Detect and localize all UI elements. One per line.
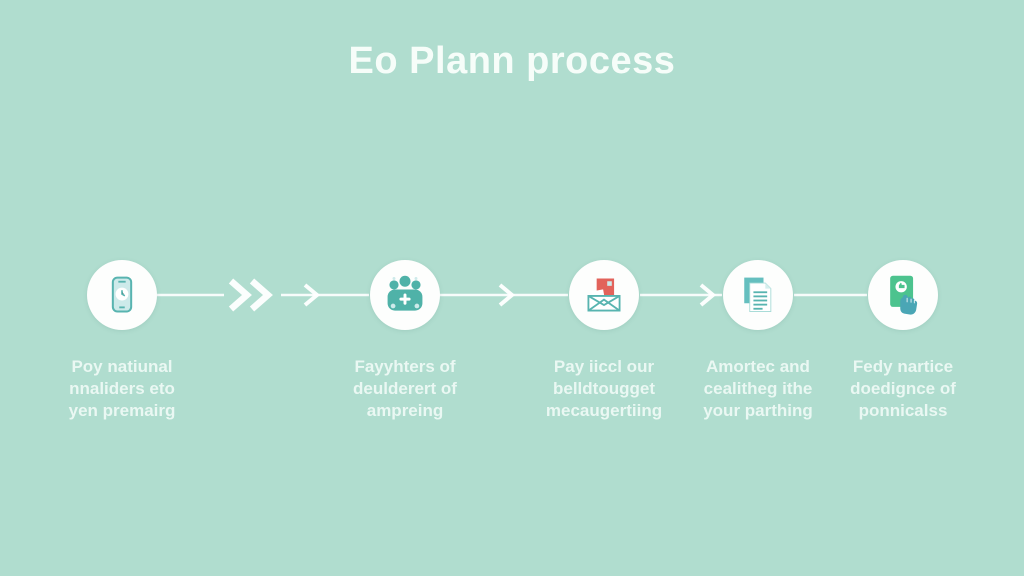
step-label: Pay iiccl our belldtougget mecaugertiing (514, 356, 694, 422)
step-label: Poy natiunal nnaliders eto yen premairg (32, 356, 212, 422)
step-label-line: ampreing (366, 401, 444, 420)
step-label: Amortec and cealitheg ithe your parthing (668, 356, 848, 422)
step-label-line: belldtougget (553, 379, 655, 398)
arrowhead-icon (498, 283, 516, 307)
step-label-line: mecaugertiing (545, 401, 663, 420)
smartphone-icon (111, 276, 133, 313)
step-label-line: ponnicalss (858, 401, 948, 420)
arrowhead-icon (303, 283, 321, 307)
envelope-letter-icon (587, 278, 621, 312)
step-label: Fedy nartice doedignce of ponnicalss (813, 356, 993, 422)
step-circle (370, 260, 440, 330)
double-chevron-icon (249, 278, 273, 312)
step-label-line: doedignce of (850, 379, 956, 398)
arrowhead-icon (699, 283, 717, 307)
hand-tap-icon (890, 275, 918, 315)
step-label-line: Fedy nartice (852, 357, 954, 376)
step-circle (723, 260, 793, 330)
step-label-line: yen premairg (68, 401, 176, 420)
step-label-line: Fayyhters of (354, 357, 456, 376)
step-label-line: Poy natiunal (71, 357, 173, 376)
documents-icon (744, 277, 772, 312)
step-label: Fayyhters of deulderert of ampreing (315, 356, 495, 422)
step-label-line: nnaliders eto (69, 379, 175, 398)
step-label-line: deulderert of (353, 379, 457, 398)
step-label-line: Amortec and (706, 357, 810, 376)
step-circle (569, 260, 639, 330)
double-chevron-icon (228, 278, 252, 312)
step-label-line: cealitheg ithe (703, 379, 813, 398)
team-icon (387, 275, 423, 311)
step-circle (868, 260, 938, 330)
step-circle (87, 260, 157, 330)
page-title: Eo Plann process (348, 40, 676, 82)
step-label-line: your parthing (703, 401, 813, 420)
step-label-line: Pay iiccl our (553, 357, 655, 376)
